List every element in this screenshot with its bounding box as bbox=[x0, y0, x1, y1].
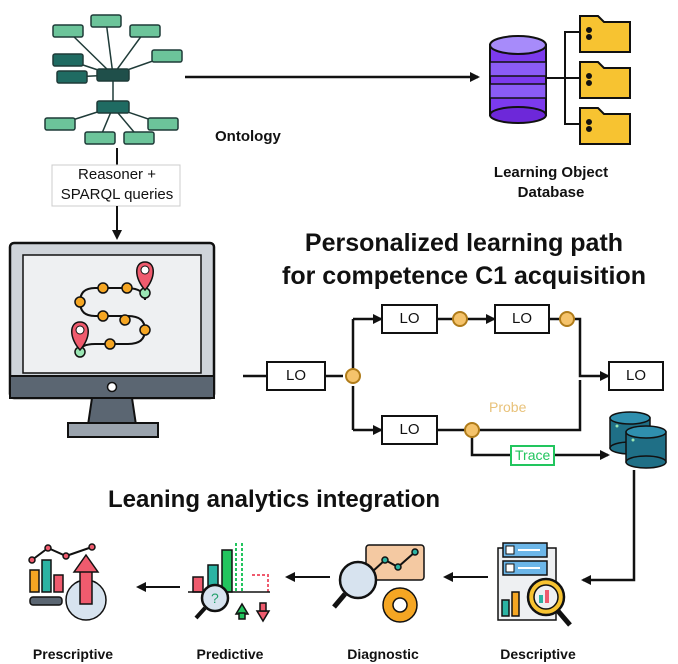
probe-node bbox=[452, 311, 468, 327]
stage-prescriptive-label: Prescriptive bbox=[32, 646, 114, 662]
folder-tree-connectors bbox=[546, 31, 580, 125]
folder-icon bbox=[579, 15, 631, 53]
reasoner-label-line2: SPARQL queries bbox=[60, 186, 174, 203]
stage-descriptive-label: Descriptive bbox=[500, 646, 576, 662]
path-title-line2: for competence C1 acquisition bbox=[282, 262, 646, 290]
diagnostic-icon bbox=[332, 544, 425, 623]
lo-node-start: LO bbox=[266, 361, 326, 391]
svg-text:?: ? bbox=[211, 590, 219, 606]
probe-node bbox=[559, 311, 575, 327]
ontology-graph-icon bbox=[44, 14, 183, 145]
analytics-title: Leaning analytics integration bbox=[108, 486, 441, 513]
lo-node-upper-2: LO bbox=[494, 304, 550, 334]
learning-path-connectors bbox=[243, 314, 610, 460]
probe-label: Probe bbox=[489, 399, 527, 415]
trace-database-icon bbox=[609, 411, 667, 469]
ontology-label: Ontology bbox=[215, 128, 281, 145]
reasoner-box bbox=[51, 164, 181, 207]
lo-node-end: LO bbox=[608, 361, 664, 391]
trace-label: Trace bbox=[510, 445, 556, 466]
trace-to-descriptive-arrow bbox=[581, 470, 636, 585]
path-title-line1: Personalized learning path bbox=[304, 229, 624, 257]
probe-node bbox=[345, 368, 361, 384]
stage-diagnostic-label: Diagnostic bbox=[347, 646, 419, 662]
probe-node bbox=[464, 422, 480, 438]
database-label-line2: Database bbox=[517, 184, 585, 201]
database-label-line1: Learning Object bbox=[493, 164, 609, 181]
descriptive-icon bbox=[497, 542, 572, 627]
folder-icon bbox=[579, 107, 631, 145]
stage-predictive-label: Predictive bbox=[196, 646, 264, 662]
lo-node-upper-1: LO bbox=[381, 304, 438, 334]
predictive-icon: ? bbox=[188, 543, 271, 623]
prescriptive-icon bbox=[28, 543, 107, 621]
monitor-icon bbox=[8, 241, 216, 438]
folder-icon bbox=[579, 61, 631, 99]
reasoner-label-line1: Reasoner + bbox=[78, 166, 156, 183]
lo-node-lower: LO bbox=[381, 415, 438, 445]
database-icon bbox=[489, 35, 547, 124]
